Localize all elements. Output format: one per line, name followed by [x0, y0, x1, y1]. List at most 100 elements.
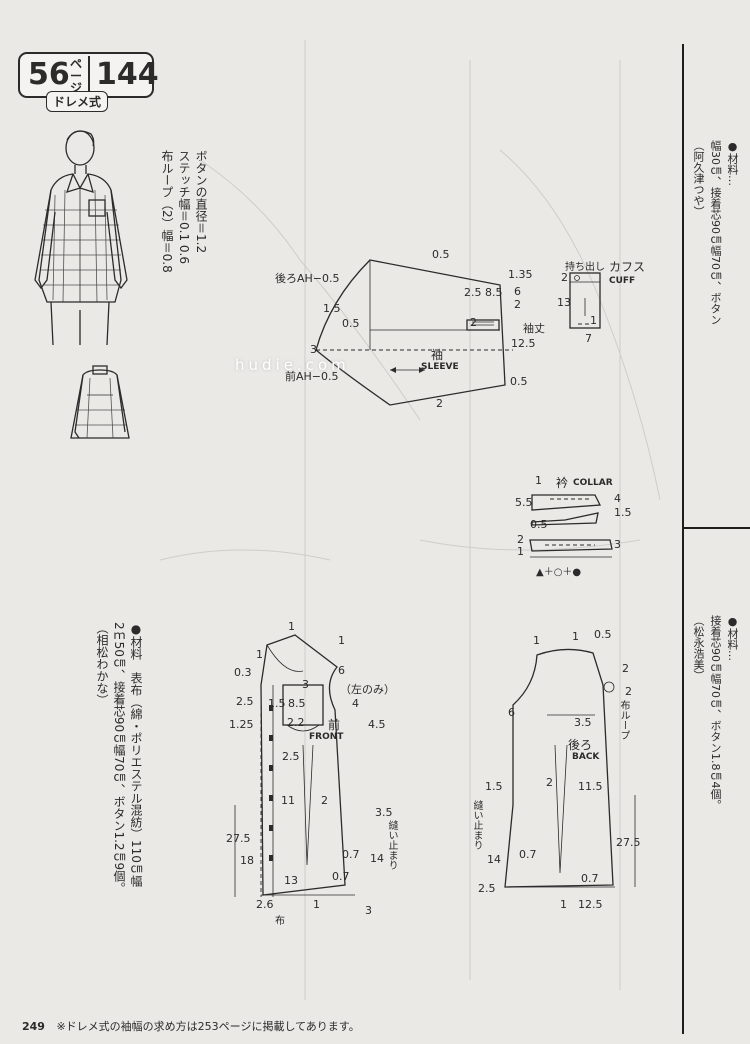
front-dim-15: 2	[321, 794, 328, 807]
column-divider	[682, 44, 684, 1034]
front-left-only: （左のみ）	[340, 683, 395, 696]
cuff-dim-1: 13	[557, 296, 571, 309]
front-dim-16: 3.5	[375, 806, 393, 819]
sleeve-title-jp: 袖	[431, 348, 444, 362]
back-title-jp: 後ろ	[568, 738, 593, 752]
front-dim-14: 11	[281, 794, 295, 807]
front-dim-5: 6	[338, 664, 345, 677]
cuff-title-jp: カフス	[609, 260, 646, 274]
back-dim-2: 0.5	[594, 628, 612, 641]
sleeve-length-mark: 袖丈	[523, 322, 545, 335]
front-stitch-stop: 縫い止まり	[386, 820, 397, 870]
cuff-title-en: CUFF	[609, 276, 636, 286]
collar-dim-0: 1	[535, 474, 542, 487]
front-dim-4: 3	[302, 678, 309, 691]
column-section-divider	[682, 527, 750, 529]
collar-dim-4: 0.5	[530, 518, 548, 531]
front-dim-13: 2.5	[282, 750, 300, 763]
back-dim-6: 3.5	[574, 716, 592, 729]
front-dim-0: 1	[288, 620, 295, 633]
collar-dim-2: 4	[614, 492, 621, 505]
sleeve-dim-4: 6	[514, 285, 521, 298]
materials-text: ●材料 表布（綿・ポリエステル混紡）110㎝幅 2ｍ50㎝、接着芯90㎝幅70㎝…	[95, 622, 143, 895]
collar-title-en: COLLAR	[573, 478, 613, 488]
front-title-en: FRONT	[309, 732, 344, 742]
back-stitch-stop: 縫い止まり	[471, 800, 482, 850]
front-dim-1: 1	[338, 634, 345, 647]
sleeve-dim-10: 12.5	[511, 337, 536, 350]
back-dim-5: 2	[622, 662, 629, 675]
sleeve-front-armhole: 前AH−0.5	[285, 370, 339, 383]
collar-dim-5: 2	[517, 533, 524, 546]
cuff-dim-3: 7	[585, 332, 592, 345]
cuff-pattern	[569, 272, 601, 329]
front-dim-2: 1	[256, 648, 263, 661]
pattern-number: 144	[96, 57, 159, 92]
back-dim-7: 1.5	[485, 780, 503, 793]
back-dim-3: 2	[625, 685, 632, 698]
sleeve-dim-7: 0.5	[342, 317, 360, 330]
badge-divider	[88, 56, 90, 92]
watermark: hudie.com	[235, 356, 350, 374]
collar-dim-3: 1.5	[614, 506, 632, 519]
front-dim-21: 13	[284, 874, 298, 887]
front-dim-24: 1	[313, 898, 320, 911]
cuff-dim-2: 1	[590, 314, 597, 327]
sleeve-pattern	[315, 259, 513, 406]
sleeve-dim-11: 0.5	[510, 375, 528, 388]
front-dim-10: 1.25	[229, 718, 254, 731]
back-dim-1: 1	[572, 630, 579, 643]
back-dim-12: 14	[487, 853, 501, 866]
back-dim-4: 6	[508, 706, 515, 719]
front-dim-3: 0.3	[234, 666, 252, 679]
sleeve-dim-top: 0.5	[432, 248, 450, 261]
cuff-extension: 持ち出し	[565, 262, 605, 273]
front-dim-22: 0.7	[332, 870, 350, 883]
collar-title-jp: 衿	[556, 476, 569, 490]
sleeve-dim-1: 1.35	[508, 268, 533, 281]
sleeve-dim-2: 2.5	[464, 286, 482, 299]
back-dim-8: 2	[546, 776, 553, 789]
back-title-en: BACK	[572, 752, 600, 762]
sleeve-dim-5: 2	[514, 298, 521, 311]
front-dim-12: 4.5	[368, 718, 386, 731]
adjacent-materials-bottom: ●材料… 接着芯90㎝幅70㎝、ボタン1.8㎝4個。 （松永浩美）	[692, 615, 739, 811]
sleeve-dim-8: 2	[470, 316, 477, 329]
back-dim-15: 1	[560, 898, 567, 911]
sleeve-back-armhole: 後ろAH−0.5	[275, 272, 340, 285]
front-dim-6: 2.5	[236, 695, 254, 708]
back-bodice-pattern	[504, 648, 636, 888]
front-dim-11: 2.2	[287, 716, 305, 729]
pattern-number-badge: 56 ページ 144	[18, 52, 159, 98]
front-dim-8: 8.5	[288, 697, 306, 710]
collar-dim-6: 1	[517, 545, 524, 558]
back-dim-10: 27.5	[616, 836, 641, 849]
front-loop-label: 布	[275, 916, 285, 927]
button-notes: ボタンの直径＝1.2 ステッチ幅＝0.1 0.6 布ループ（2）幅＝0.8	[160, 150, 208, 273]
sleeve-title-en: SLEEVE	[421, 362, 459, 372]
front-dim-25: 3	[365, 904, 372, 917]
collar-dim-7: 3	[614, 538, 621, 551]
sleeve-dim-6: 1.5	[323, 302, 341, 315]
back-dim-14: 0.7	[581, 872, 599, 885]
front-dim-20: 14	[370, 852, 384, 865]
front-dim-19: 0.7	[342, 848, 360, 861]
footer: 249 ※ドレメ式の袖幅の求め方は253ページに掲載してあります。	[22, 1018, 360, 1034]
collar-dim-1: 5.5	[515, 496, 533, 509]
page-reference-number: 56	[28, 57, 70, 92]
garment-illustration	[34, 130, 130, 439]
front-dim-9: 4	[352, 697, 359, 710]
back-loop-label: 布ループ	[618, 700, 629, 740]
front-bodice-pattern	[234, 634, 355, 897]
sleeve-dim-9: 3	[310, 343, 317, 356]
collar-pattern	[529, 494, 613, 558]
front-dim-7: 1.5	[268, 697, 286, 710]
back-dim-0: 1	[533, 634, 540, 647]
front-dim-23: 2.6	[256, 898, 274, 911]
back-dim-9: 11.5	[578, 780, 603, 793]
sleeve-dim-12: 2	[436, 397, 443, 410]
sleeve-dim-3: 8.5	[485, 286, 503, 299]
front-dim-18: 18	[240, 854, 254, 867]
page-number: 249	[22, 1020, 45, 1033]
style-label: ドレメ式	[46, 91, 109, 112]
